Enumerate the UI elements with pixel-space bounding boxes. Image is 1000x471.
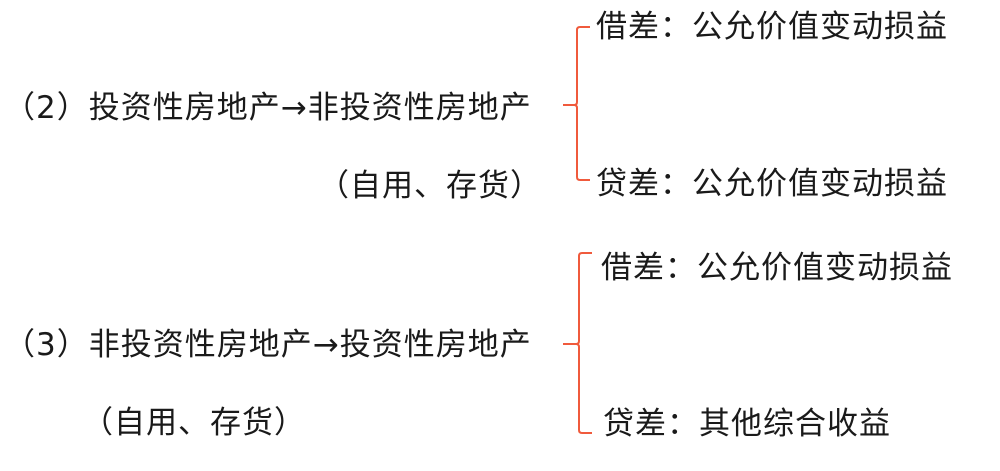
section-2-note: （自用、存货） [318, 168, 542, 204]
section-3-debit-branch: 借差：公允价值变动损益 [601, 250, 953, 286]
section-3-title: （3）非投资性房地产→投资性房地产 [4, 327, 532, 363]
curly-brace-icon [563, 26, 590, 181]
curly-brace-icon [563, 252, 592, 434]
section-2-title: （2）投资性房地产→非投资性房地产 [4, 90, 532, 126]
section-2-credit-branch: 贷差：公允价值变动损益 [596, 166, 948, 202]
section-2-debit-branch: 借差：公允价值变动损益 [596, 9, 948, 45]
section-3-note: （自用、存货） [82, 405, 306, 441]
section-3-credit-branch: 贷差：其他综合收益 [603, 406, 891, 442]
